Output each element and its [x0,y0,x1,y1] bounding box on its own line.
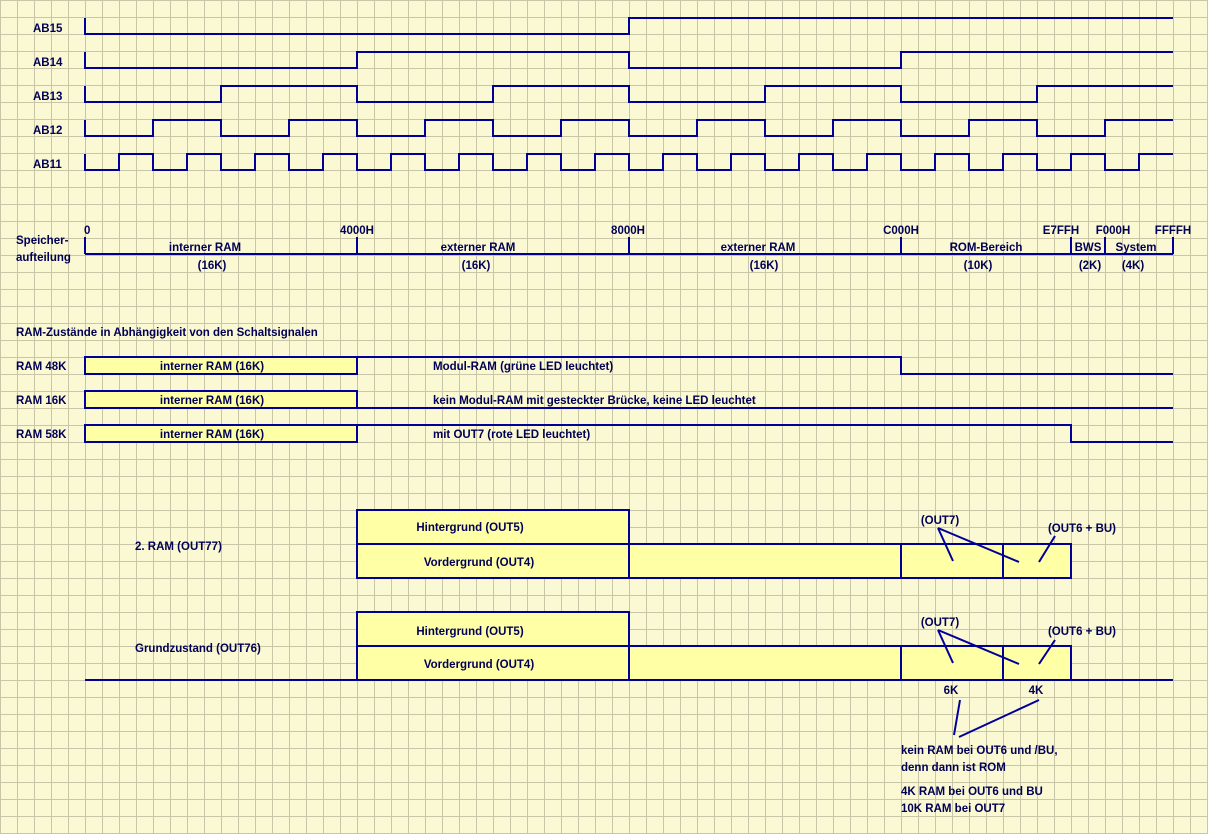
segment-size: (16K) [750,260,779,272]
segment-size: (10K) [964,260,993,272]
pointer-line [1038,639,1056,665]
segment-name: BWS [1075,242,1102,254]
internal-ram-box [84,424,358,443]
internal-ram-box [84,356,358,375]
out7-label: (OUT7) [921,617,960,629]
signal-wave-ab12 [84,119,1173,137]
foreground-ext-box [628,543,902,579]
internal-ram-text: interner RAM (16K) [160,429,264,441]
foreground-text: Vordergrund (OUT4) [424,557,534,569]
segment-size: (2K) [1079,260,1102,272]
signal-wave-ab13 [84,85,1173,103]
segment-size: (16K) [462,260,491,272]
memory-map-title-2: aufteilung [16,252,71,264]
size-notes: 6K 4K kein RAM bei OUT6 und /BU, denn da… [901,685,1058,815]
signal-label-ab11: AB11 [33,159,62,171]
ram-states-title: RAM-Zustände in Abhängigkeit von den Sch… [16,327,318,339]
size-label-6k: 6K [944,685,959,697]
foreground-text: Vordergrund (OUT4) [424,659,534,671]
ram-state-label: RAM 16K [16,395,67,407]
addr-8000h: 8000H [611,225,645,237]
out6-box [1002,645,1072,681]
ram-state-note: Modul-RAM (grüne LED leuchtet) [433,361,613,373]
addr-f000h: F000H [1096,225,1131,237]
pointer-line [958,699,1040,738]
signal-label-ab14: AB14 [33,57,63,69]
memory-map: Speicher- aufteilung 0 4000H 8000H C000H… [16,225,1191,272]
note-line-4: 10K RAM bei OUT7 [901,803,1005,815]
pointer-line [937,527,954,562]
signal-label-ab13: AB13 [33,91,62,103]
block-label: 2. RAM (OUT77) [135,541,222,553]
background-box [356,611,630,647]
note-line-2: denn dann ist ROM [901,762,1006,774]
pointer-line [937,527,1020,563]
signal-label-ab15: AB15 [33,23,63,35]
addr-4000h: 4000H [340,225,374,237]
segment-name: ROM-Bereich [950,242,1023,254]
ram-state-signal [357,356,1173,375]
note-line-1: kein RAM bei OUT6 und /BU, [901,745,1058,757]
ram-state-note: kein Modul-RAM mit gesteckter Brücke, ke… [433,395,756,407]
signal-wave-ab11 [84,153,1173,171]
signal-label-ab12: AB12 [33,125,62,137]
ram-state-label: RAM 58K [16,429,67,441]
internal-ram-text: interner RAM (16K) [160,395,264,407]
segment-name: System [1116,242,1157,254]
block-label: Grundzustand (OUT76) [135,643,261,655]
block-second-ram: 2. RAM (OUT77) Hintergrund (OUT5) Vorder… [135,509,1116,579]
background-text: Hintergrund (OUT5) [416,522,523,534]
internal-ram-text: interner RAM (16K) [160,361,264,373]
pointer-line [937,629,1020,665]
signal-wave-ab14 [84,51,1173,69]
addr-c000h: C000H [883,225,919,237]
addr-0: 0 [84,225,90,237]
ram-state-signal [357,424,1173,443]
size-label-4k: 4K [1029,685,1044,697]
foreground-ext-box [628,645,902,681]
memory-map-title-1: Speicher- [16,235,69,247]
pointer-line [937,629,954,664]
segment-size: (16K) [198,260,227,272]
out6-box [1002,543,1072,579]
background-text: Hintergrund (OUT5) [416,626,523,638]
segment-name: externer RAM [441,242,516,254]
pointer-line [1038,535,1056,563]
segment-size: (4K) [1122,260,1145,272]
ram-state-label: RAM 48K [16,361,67,373]
block-ground-state: Grundzustand (OUT76) Hintergrund (OUT5) … [85,611,1173,681]
note-line-3: 4K RAM bei OUT6 und BU [901,786,1043,798]
ram-states: RAM-Zustände in Abhängigkeit von den Sch… [16,327,1173,443]
ram-state-note: mit OUT7 (rote LED leuchtet) [433,429,590,441]
out6-label: (OUT6 + BU) [1048,523,1116,535]
segment-name: externer RAM [721,242,796,254]
foreground-box [356,543,630,579]
addr-e7ffh: E7FFH [1043,225,1079,237]
out7-label: (OUT7) [921,515,960,527]
out6-label: (OUT6 + BU) [1048,626,1116,638]
internal-ram-box [84,390,358,409]
segment-name: interner RAM [169,242,241,254]
signal-wave-ab15 [84,17,1173,35]
addr-ffffh: FFFFH [1155,225,1191,237]
pointer-line [953,699,961,736]
